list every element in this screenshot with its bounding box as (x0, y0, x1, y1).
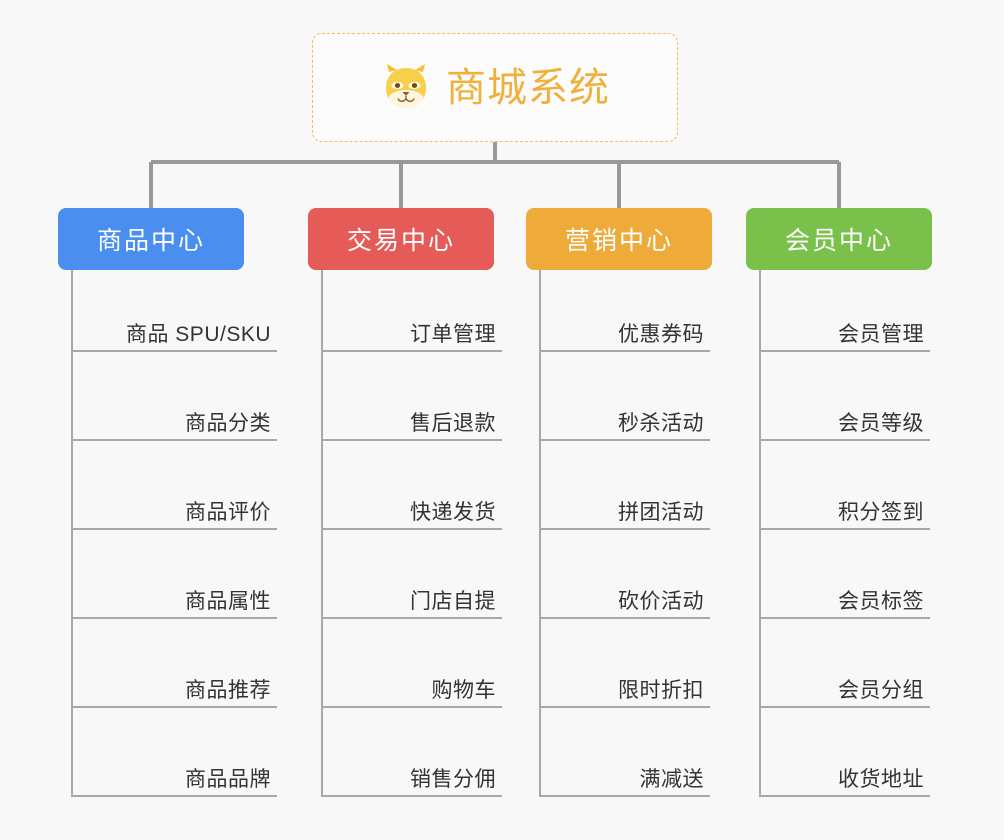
leaf-item[interactable]: 秒杀活动 (540, 397, 710, 441)
leaf-item-label: 门店自提 (410, 589, 496, 613)
leaf-item-label: 商品分类 (185, 411, 271, 435)
root-node[interactable]: 商城系统 (312, 33, 678, 142)
leaf-item-label: 商品评价 (185, 500, 271, 524)
category-header-1[interactable]: 商品中心 (58, 208, 244, 270)
root-title: 商城系统 (446, 65, 610, 110)
category-header-3[interactable]: 营销中心 (526, 208, 712, 270)
leaf-item[interactable]: 拼团活动 (540, 486, 710, 530)
shiba-dog-face-icon (386, 63, 426, 108)
leaf-item[interactable]: 销售分佣 (322, 753, 502, 797)
leaf-item-label: 商品 SPU/SKU (125, 322, 271, 346)
leaf-item[interactable]: 订单管理 (322, 308, 502, 352)
category-header-2[interactable]: 交易中心 (308, 208, 494, 270)
leaf-item[interactable]: 商品品牌 (72, 753, 277, 797)
leaf-item-label: 收货地址 (838, 767, 924, 791)
leaf-item[interactable]: 会员等级 (760, 397, 930, 441)
leaf-item[interactable]: 快递发货 (322, 486, 502, 530)
leaf-item-label: 会员等级 (838, 411, 924, 435)
leaf-item[interactable]: 商品 SPU/SKU (72, 308, 277, 352)
leaf-item-label: 购物车 (431, 678, 496, 702)
leaf-item[interactable]: 商品评价 (72, 486, 277, 530)
leaf-item[interactable]: 会员管理 (760, 308, 930, 352)
leaf-item[interactable]: 售后退款 (322, 397, 502, 441)
leaf-item-label: 秒杀活动 (618, 411, 704, 435)
leaf-item-label: 会员分组 (838, 678, 924, 702)
leaf-item-label: 拼团活动 (618, 500, 704, 524)
leaf-item-label: 满减送 (639, 767, 704, 791)
leaf-item[interactable]: 限时折扣 (540, 664, 710, 708)
category-header-4[interactable]: 会员中心 (746, 208, 932, 270)
leaf-item-label: 积分签到 (838, 500, 924, 524)
leaf-item-label: 砍价活动 (618, 589, 704, 613)
leaf-item[interactable]: 商品属性 (72, 575, 277, 619)
leaf-item-label: 会员标签 (838, 589, 924, 613)
leaf-item-label: 售后退款 (410, 411, 496, 435)
leaf-item-label: 销售分佣 (410, 767, 496, 791)
leaf-item-label: 商品品牌 (185, 767, 271, 791)
leaf-item[interactable]: 购物车 (322, 664, 502, 708)
leaf-item[interactable]: 积分签到 (760, 486, 930, 530)
leaf-item[interactable]: 砍价活动 (540, 575, 710, 619)
leaf-item[interactable]: 优惠券码 (540, 308, 710, 352)
leaf-item-label: 限时折扣 (618, 678, 704, 702)
leaf-item-label: 快递发货 (410, 500, 496, 524)
leaf-item[interactable]: 商品推荐 (72, 664, 277, 708)
leaf-item[interactable]: 收货地址 (760, 753, 930, 797)
leaf-item-label: 优惠券码 (618, 322, 704, 346)
leaf-item-label: 订单管理 (410, 322, 496, 346)
leaf-item[interactable]: 门店自提 (322, 575, 502, 619)
leaf-item[interactable]: 满减送 (540, 753, 710, 797)
leaf-item-label: 商品推荐 (185, 678, 271, 702)
leaf-item[interactable]: 会员分组 (760, 664, 930, 708)
leaf-item-label: 会员管理 (838, 322, 924, 346)
leaf-item-label: 商品属性 (185, 589, 271, 613)
leaf-item[interactable]: 商品分类 (72, 397, 277, 441)
leaf-item[interactable]: 会员标签 (760, 575, 930, 619)
